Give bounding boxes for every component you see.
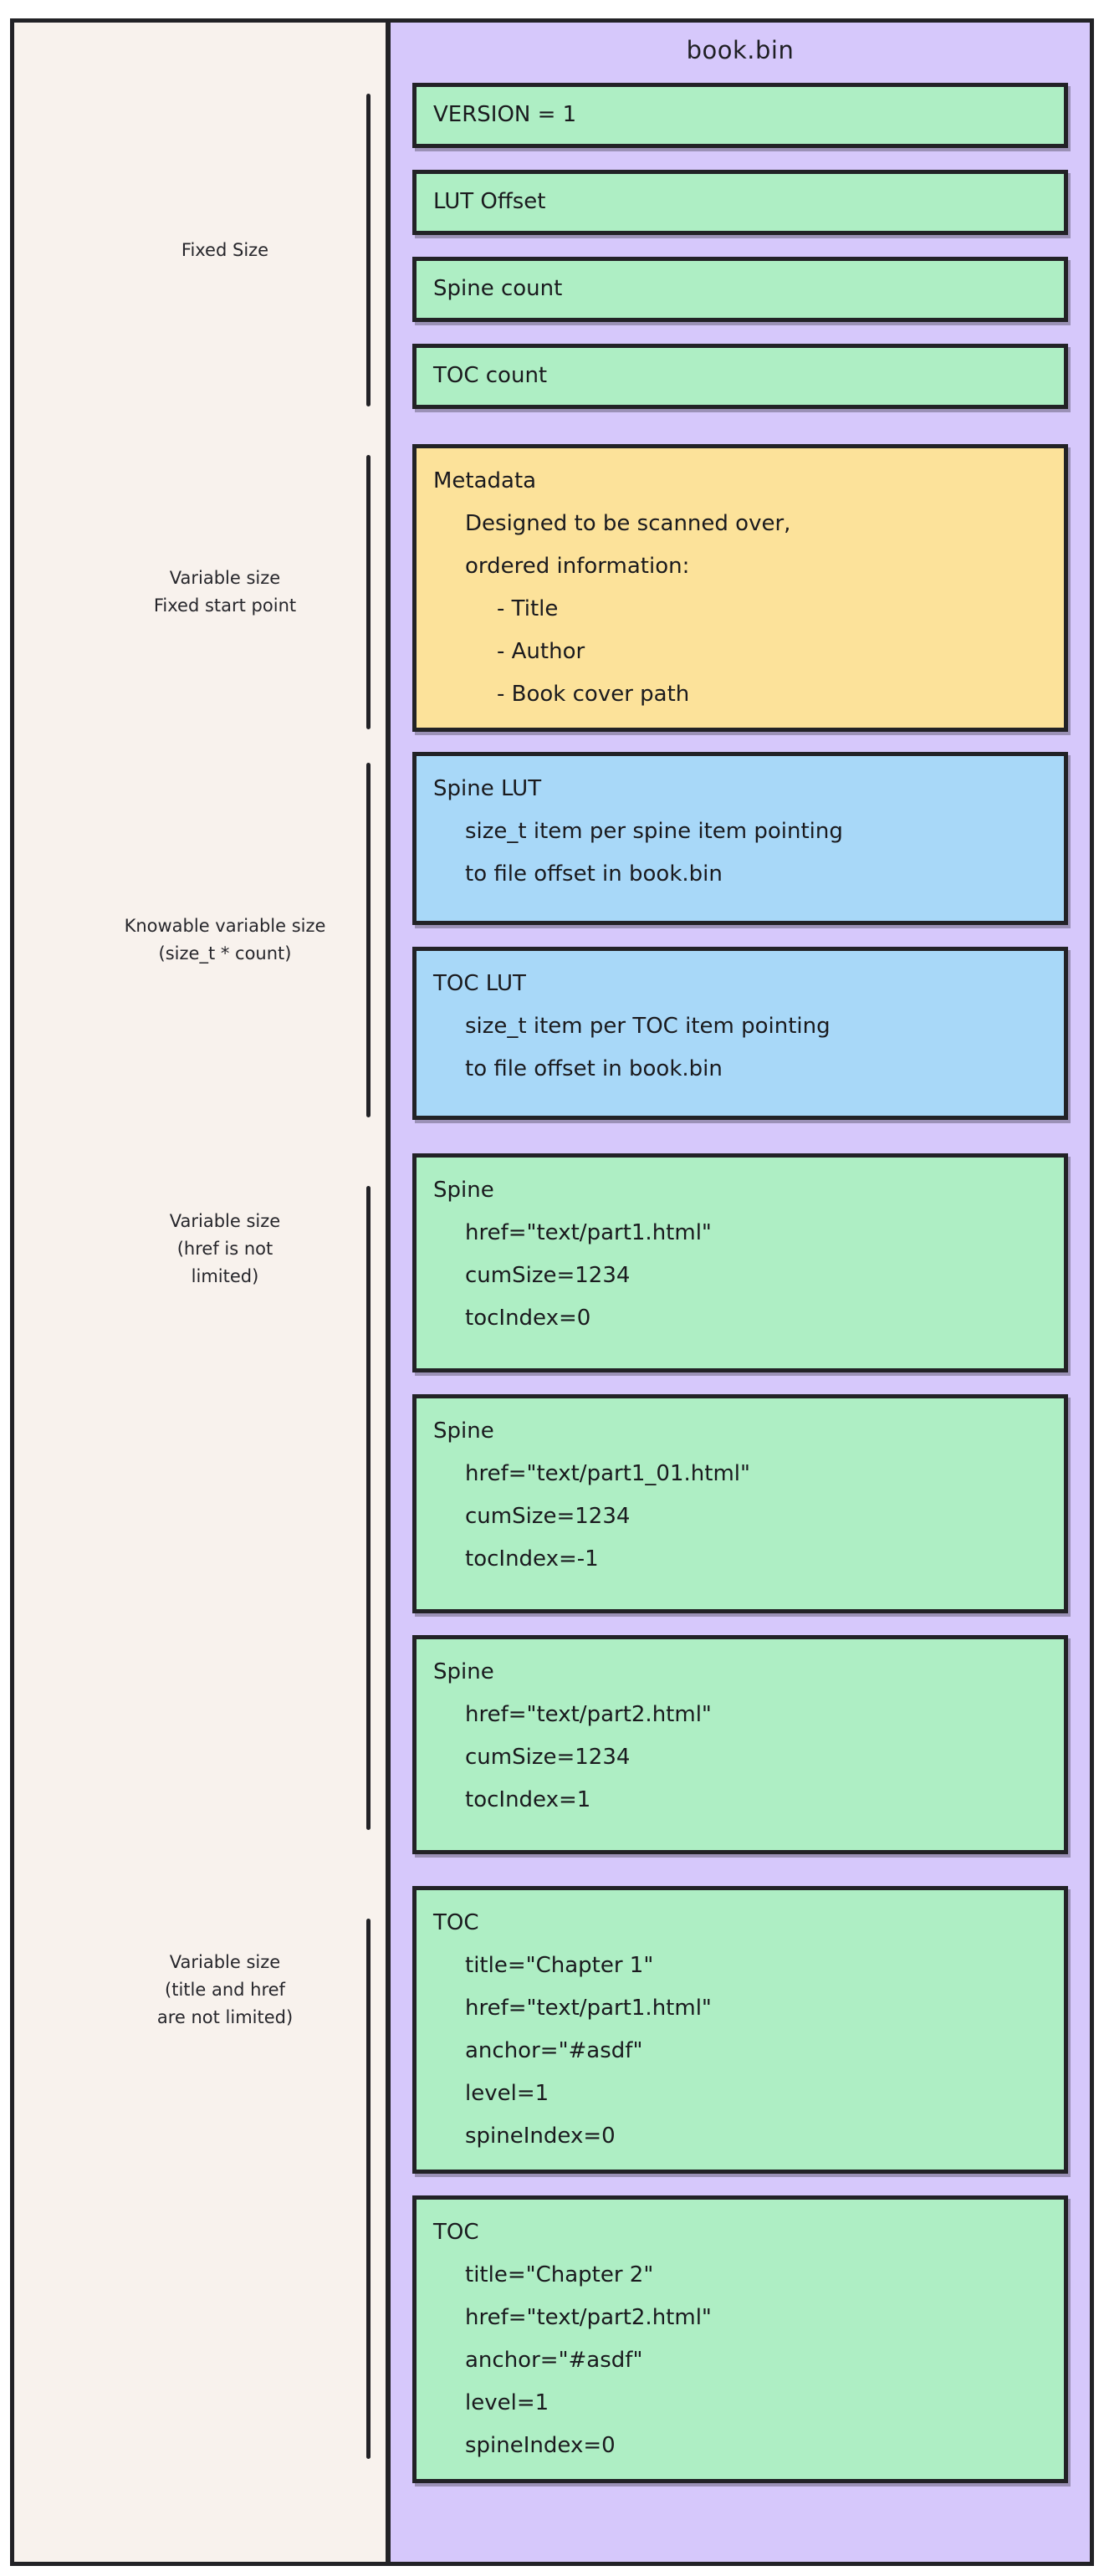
block-spine-3-line-2: cumSize=1234 <box>465 1745 631 1770</box>
group-bracket-variable-fixed-start <box>366 455 371 729</box>
block-spine-3-line-3: tocIndex=1 <box>465 1787 591 1812</box>
file-title: book.bin <box>686 36 795 64</box>
block-metadata-line-1: Designed to be scanned over, <box>465 511 791 536</box>
block-toc-lut: TOC LUT size_t item per TOC item pointing… <box>412 947 1068 1120</box>
group-label-fixed-size-line-0: Fixed Size <box>181 239 269 260</box>
group-label-variable-href-line-2: limited) <box>191 1266 259 1286</box>
group-label-knowable-variable-size-line-0: Knowable variable size <box>124 916 326 936</box>
group-bracket-knowable-variable-size <box>366 763 371 1117</box>
block-spine-2-line-0: Spine <box>433 1418 494 1444</box>
block-spine-3-line-0: Spine <box>433 1659 494 1684</box>
block-spine-1-line-2: cumSize=1234 <box>465 1263 631 1288</box>
block-metadata-line-2: ordered information: <box>465 554 690 579</box>
block-version-line-0: VERSION = 1 <box>433 102 577 127</box>
block-spine-count-line-0: Spine count <box>433 276 563 301</box>
block-spine-1-line-3: tocIndex=0 <box>465 1306 591 1331</box>
group-label-variable-href-line-1: (href is not <box>176 1239 273 1259</box>
block-toc-1-line-1: title="Chapter 1" <box>465 1953 654 1978</box>
block-toc-2-line-0: TOC <box>433 2220 479 2245</box>
block-toc-lut-line-1: size_t item per TOC item pointing <box>465 1014 831 1039</box>
block-toc-1-line-4: level=1 <box>465 2081 549 2106</box>
block-toc-2-line-4: level=1 <box>465 2390 549 2415</box>
block-spine-3: Spine href="text/part2.html" cumSize=1234 t… <box>412 1635 1068 1854</box>
group-label-variable-title-href-line-1: (title and href <box>165 1980 285 2000</box>
block-spine-count: Spine count <box>412 257 1068 322</box>
block-toc-lut-line-2: to file offset in book.bin <box>465 1056 723 1081</box>
block-spine-2-line-1: href="text/part1_01.html" <box>465 1461 750 1486</box>
group-label-variable-title-href-line-2: are not limited) <box>156 2007 294 2027</box>
block-metadata-line-3: - Title <box>497 596 559 621</box>
group-label-knowable-variable-size: Knowable variable size (size_t * count) <box>100 912 350 968</box>
group-bracket-variable-title-href <box>366 1919 371 2459</box>
group-bracket-variable-href <box>366 1186 371 1830</box>
group-label-fixed-size: Fixed Size <box>100 237 350 264</box>
block-toc-2-line-3: anchor="#asdf" <box>465 2348 643 2373</box>
group-bracket-fixed-size <box>366 94 371 406</box>
block-lut-offset: LUT Offset <box>412 170 1068 235</box>
block-toc-lut-line-0: TOC LUT <box>433 971 526 996</box>
block-metadata-line-0: Metadata <box>433 468 537 493</box>
group-label-variable-title-href-line-0: Variable size <box>169 1952 281 1972</box>
group-label-variable-fixed-start-line-0: Variable size <box>169 568 281 588</box>
block-spine-lut-line-2: to file offset in book.bin <box>465 861 723 887</box>
block-spine-2-line-2: cumSize=1234 <box>465 1504 631 1529</box>
block-spine-lut: Spine LUT size_t item per spine item poin… <box>412 752 1068 925</box>
block-toc-2-line-5: spineIndex=0 <box>465 2433 616 2458</box>
group-label-variable-title-href: Variable size (title and href are not limi… <box>100 1949 350 2032</box>
block-spine-lut-line-1: size_t item per spine item pointing <box>465 819 843 844</box>
block-spine-lut-line-0: Spine LUT <box>433 776 542 801</box>
block-spine-1: Spine href="text/part1.html" cumSize=1234 t… <box>412 1153 1068 1372</box>
block-spine-1-line-0: Spine <box>433 1178 494 1203</box>
block-spine-3-line-1: href="text/part2.html" <box>465 1702 712 1727</box>
block-toc-2-line-2: href="text/part2.html" <box>465 2305 712 2330</box>
group-label-variable-href-line-0: Variable size <box>169 1211 281 1231</box>
group-label-knowable-variable-size-line-1: (size_t * count) <box>158 943 292 963</box>
block-toc-1-line-5: spineIndex=0 <box>465 2124 616 2149</box>
block-toc-2-line-1: title="Chapter 2" <box>465 2262 654 2287</box>
block-metadata-line-5: - Book cover path <box>497 682 690 707</box>
group-label-variable-fixed-start-line-1: Fixed start point <box>153 595 297 616</box>
block-toc-count: TOC count <box>412 344 1068 409</box>
block-toc-2: TOC title="Chapter 2" href="text/part2.htm… <box>412 2195 1068 2483</box>
group-label-variable-href: Variable size (href is not limited) <box>100 1208 350 1291</box>
block-metadata-line-4: - Author <box>497 639 585 664</box>
block-version: VERSION = 1 <box>412 83 1068 148</box>
block-toc-1: TOC title="Chapter 1" href="text/part1.htm… <box>412 1886 1068 2174</box>
block-spine-2: Spine href="text/part1_01.html" cumSize=12… <box>412 1394 1068 1613</box>
block-toc-1-line-0: TOC <box>433 1910 479 1935</box>
block-toc-count-line-0: TOC count <box>433 363 548 388</box>
block-toc-1-line-3: anchor="#asdf" <box>465 2038 643 2063</box>
block-toc-1-line-2: href="text/part1.html" <box>465 1996 712 2021</box>
block-spine-2-line-3: tocIndex=-1 <box>465 1546 599 1572</box>
block-spine-1-line-1: href="text/part1.html" <box>465 1220 712 1245</box>
block-lut-offset-line-0: LUT Offset <box>433 189 546 214</box>
